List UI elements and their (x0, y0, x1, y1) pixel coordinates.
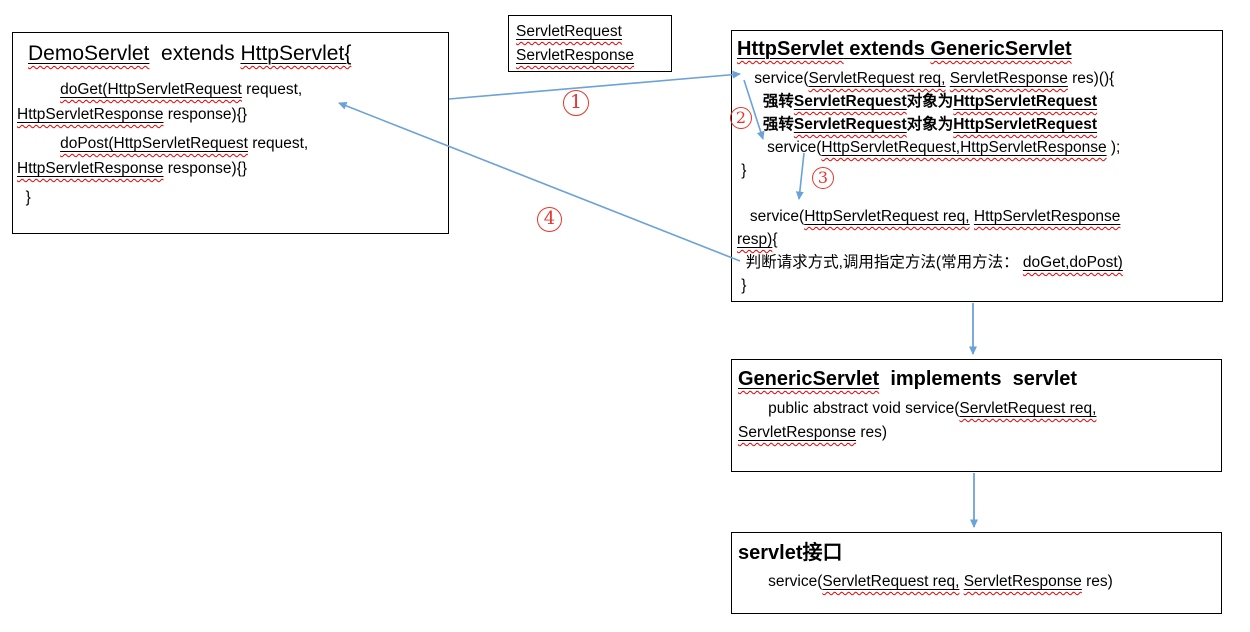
servlet-interface-title: servlet接口 (738, 542, 843, 564)
step-4-badge: 4 (537, 207, 562, 232)
step-2-badge: 2 (730, 107, 752, 129)
http-servlet-body: service(ServletRequest req, ServletRespo… (737, 70, 1123, 294)
step-3-badge: 3 (812, 167, 834, 189)
demo-servlet-box: DemoServlet extends HttpServlet{ doGet(H… (12, 32, 449, 234)
generic-servlet-body: public abstract void service(ServletRequ… (738, 400, 1097, 441)
http-servlet-title: HttpServlet extends GenericServlet (737, 38, 1072, 60)
servlet-interface-box: servlet接口 service(ServletRequest req, Se… (731, 532, 1222, 614)
servlet-interface-body: service(ServletRequest req, ServletRespo… (738, 573, 1113, 590)
http-servlet-box: HttpServlet extends GenericServlet servi… (731, 30, 1223, 302)
demo-servlet-body: doGet(HttpServletRequest request,HttpSer… (17, 81, 309, 206)
step-1-badge: 1 (563, 90, 589, 116)
arrow-1-demo-to-httpservlet (448, 70, 741, 100)
demo-servlet-title: DemoServlet extends HttpServlet{ (28, 42, 352, 65)
generic-servlet-title: GenericServlet implements servlet (738, 368, 1078, 390)
generic-servlet-box: GenericServlet implements servlet public… (731, 359, 1222, 472)
